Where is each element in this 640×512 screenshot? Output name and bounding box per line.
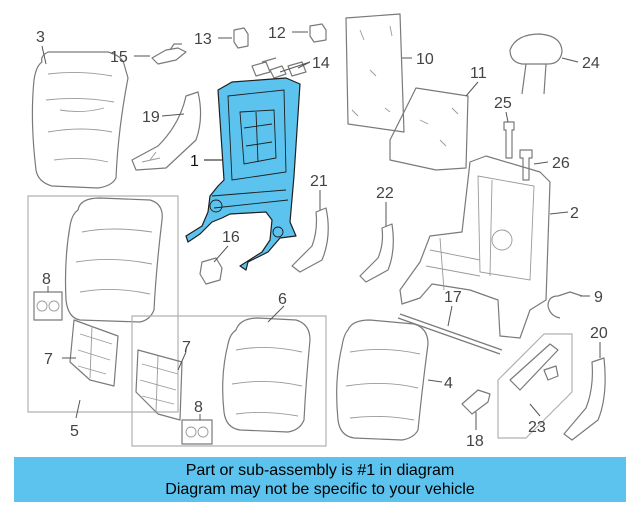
part-17-rod (397, 313, 503, 355)
part-20-trim (563, 357, 606, 441)
part-24-headrest (509, 33, 563, 95)
part-9-hook (547, 291, 583, 319)
label-26: 26 (552, 155, 570, 172)
label-21: 21 (310, 173, 328, 190)
part-13-cap (233, 27, 249, 49)
label-25: 25 (494, 95, 512, 112)
part-6-group (131, 315, 327, 447)
part-7-left-heater (69, 319, 119, 387)
part-1-seatback-frame (185, 77, 301, 271)
part-23-group (497, 333, 573, 439)
label-16: 16 (222, 229, 240, 246)
part-7-center-heater (135, 349, 183, 421)
label-17: 17 (444, 289, 462, 306)
label-6: 6 (278, 291, 287, 308)
part-14-bushings (251, 57, 307, 79)
label-14: 14 (312, 55, 330, 72)
label-23: 23 (528, 419, 546, 436)
label-22: 22 (376, 185, 394, 202)
part-26-guide (519, 149, 533, 181)
label-2: 2 (570, 205, 579, 222)
label-8-left: 8 (42, 271, 51, 288)
label-15: 15 (110, 49, 128, 66)
part-8-center-buttons (181, 419, 213, 445)
label-8-center: 8 (194, 399, 203, 416)
label-4: 4 (444, 375, 453, 392)
label-1: 1 (190, 153, 199, 170)
part-2-seat-frame (399, 155, 551, 339)
label-13: 13 (194, 31, 212, 48)
label-24: 24 (582, 55, 600, 72)
label-7-center: 7 (182, 339, 191, 356)
part-10-rear-panel (345, 13, 405, 133)
label-20: 20 (590, 325, 608, 342)
part-5-group (27, 195, 179, 413)
part-18-knob (461, 389, 491, 415)
label-19: 19 (142, 109, 160, 126)
part-8-left-buttons (33, 291, 63, 321)
part-3-seatback-cushion (31, 51, 129, 189)
part-19-trim (131, 91, 202, 171)
label-11: 11 (470, 65, 487, 82)
part-4-cushion (336, 319, 429, 441)
label-5: 5 (70, 423, 79, 440)
label-3: 3 (36, 29, 45, 46)
callout-labels: 1 2 3 4 5 6 7 7 8 8 9 10 11 12 13 14 15 … (36, 25, 608, 450)
banner-line-2: Diagram may not be specific to your vehi… (165, 480, 475, 498)
info-banner: Part or sub-assembly is #1 in diagram Di… (14, 457, 626, 502)
part-11-panel (389, 87, 469, 171)
part-12-cap (309, 23, 327, 43)
part-21-trim (291, 207, 329, 273)
banner-line-1: Part or sub-assembly is #1 in diagram (185, 461, 455, 479)
label-10: 10 (416, 51, 434, 68)
part-22-trim (359, 223, 394, 283)
part-16-latch (199, 257, 223, 285)
label-12: 12 (268, 25, 286, 42)
part-25-guide (503, 121, 515, 159)
label-7-left: 7 (44, 351, 53, 368)
leader-lines (41, 31, 601, 430)
label-18: 18 (466, 433, 484, 450)
parts-diagram: 1 2 3 4 5 6 7 7 8 8 9 10 11 12 13 14 15 … (27, 13, 608, 450)
part-15-clip (151, 43, 187, 65)
label-9: 9 (594, 289, 603, 306)
